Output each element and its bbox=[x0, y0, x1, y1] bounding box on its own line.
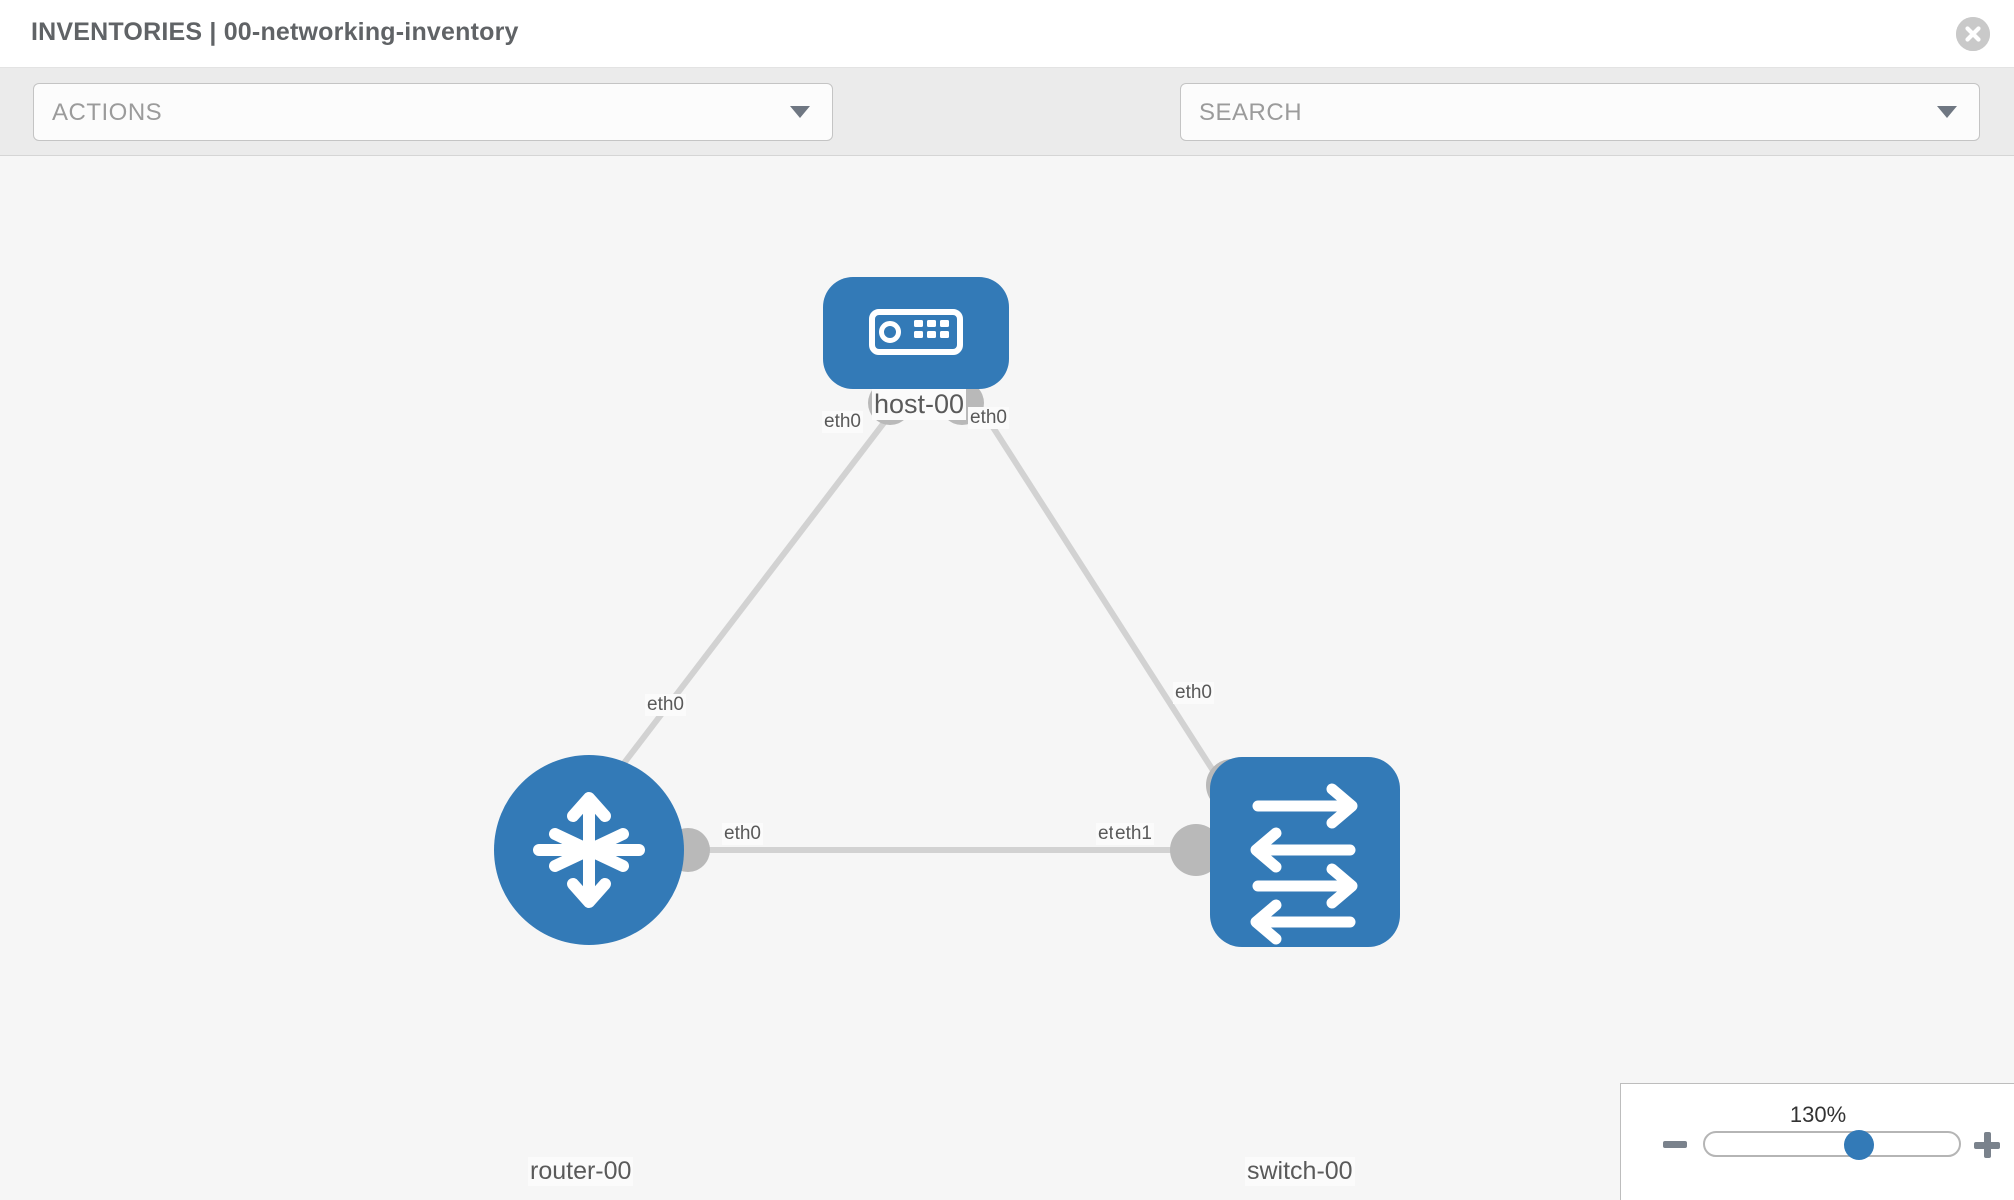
topology-links bbox=[556, 405, 1233, 853]
iface-label-switch-up: eth0 bbox=[1173, 682, 1214, 704]
node-host-00 bbox=[823, 277, 1009, 389]
zoom-in-button[interactable] bbox=[1974, 1132, 2000, 1158]
actions-dropdown-label: ACTIONS bbox=[52, 99, 163, 126]
iface-label-router-up: eth0 bbox=[645, 694, 686, 716]
node-switch-00 bbox=[1210, 757, 1400, 947]
search-placeholder: SEARCH bbox=[1199, 99, 1303, 126]
actions-dropdown[interactable]: ACTIONS bbox=[33, 83, 833, 141]
toolbar: ACTIONS SEARCH bbox=[0, 68, 2014, 198]
topology-canvas[interactable]: host-00 router-00 switch-00 eth0 eth0 et… bbox=[0, 157, 2014, 1200]
search-input[interactable]: SEARCH bbox=[1180, 83, 1980, 141]
iface-label-switch-left: eth1 bbox=[1113, 823, 1154, 845]
close-icon[interactable] bbox=[1956, 17, 1990, 51]
topology-graph bbox=[494, 277, 1400, 947]
node-label-router-00: router-00 bbox=[528, 1157, 634, 1186]
node-label-switch-00: switch-00 bbox=[1245, 1157, 1355, 1186]
chevron-down-icon bbox=[790, 106, 810, 118]
page-header: INVENTORIES | 00-networking-inventory bbox=[0, 0, 2014, 68]
topology-endpoints bbox=[666, 381, 1258, 876]
iface-label-router-right: eth0 bbox=[722, 823, 763, 845]
zoom-slider-thumb[interactable] bbox=[1844, 1130, 1874, 1160]
zoom-control: 130% bbox=[1620, 1083, 2014, 1200]
node-label-host-00: host-00 bbox=[872, 389, 967, 420]
node-router-00 bbox=[494, 755, 684, 945]
zoom-out-button[interactable] bbox=[1663, 1141, 1687, 1148]
iface-label-host-right: eth0 bbox=[968, 407, 1009, 429]
link-host-switch bbox=[977, 405, 1233, 799]
zoom-slider-track[interactable] bbox=[1703, 1131, 1961, 1157]
page-title: INVENTORIES | 00-networking-inventory bbox=[31, 18, 519, 46]
iface-label-host-left: eth0 bbox=[822, 411, 863, 433]
zoom-percent-label: 130% bbox=[1789, 1102, 1847, 1127]
endpoint-switch-left bbox=[1170, 824, 1222, 876]
chevron-down-icon[interactable] bbox=[1937, 106, 1957, 118]
